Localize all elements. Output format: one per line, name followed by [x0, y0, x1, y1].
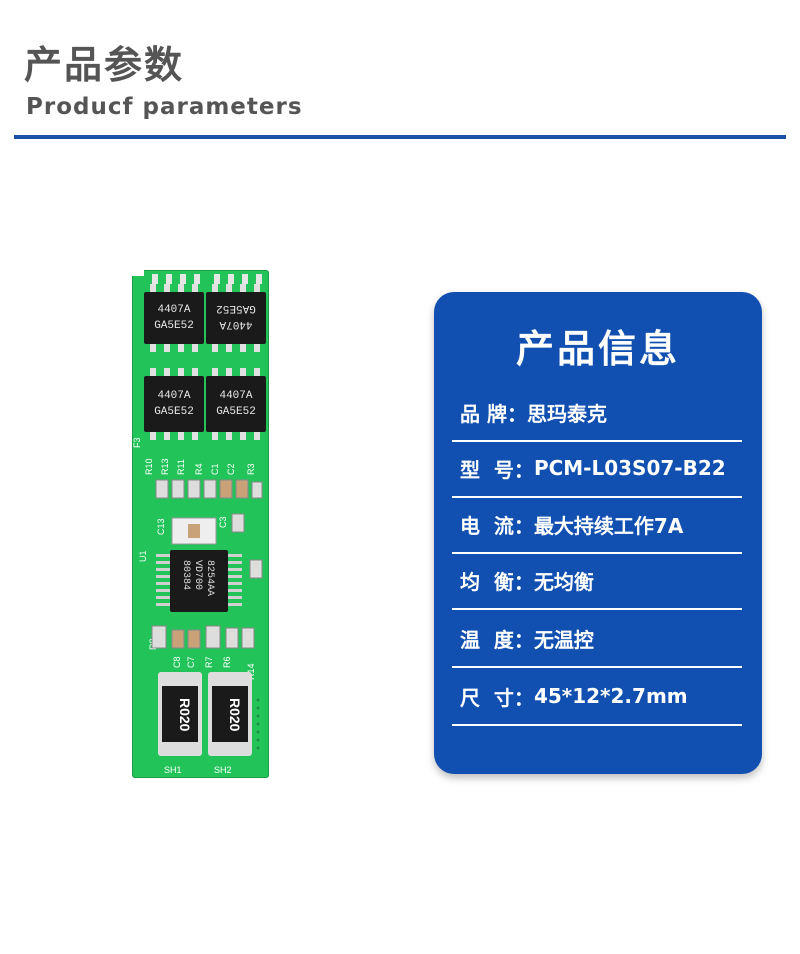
row-label: 电 流： — [460, 513, 534, 538]
silk-r3: R3 — [246, 463, 256, 475]
mosfet-mid-left: 4407A GA5E52 — [144, 368, 204, 440]
row-label: 型 号： — [460, 457, 534, 482]
silk-c3: C3 — [218, 516, 228, 528]
row-value: 无温控 — [533, 627, 594, 652]
silk-c8: C8 — [172, 656, 182, 668]
info-row-balance: 均 衡： 无均衡 — [452, 552, 742, 610]
chip-label: 4407A — [157, 304, 190, 316]
silk-u1: U1 — [138, 550, 148, 562]
silk-r10: R10 — [144, 458, 154, 475]
silk-sh2: SH2 — [214, 765, 232, 775]
row-label: 品 牌： — [460, 401, 527, 426]
row-value: 无均衡 — [533, 569, 594, 594]
mosfet-top-left: 4407A GA5E52 — [144, 284, 204, 352]
info-row-brand: 品 牌： 思玛泰克 — [452, 384, 742, 442]
info-row-temperature: 温 度： 无温控 — [452, 610, 742, 668]
shunt-resistor-1: R020 — [158, 672, 202, 756]
info-row-current: 电 流： 最大持续工作7A — [452, 496, 742, 554]
chip-label: GA5E52 — [154, 320, 194, 332]
chip-label: 4407A — [219, 390, 252, 402]
silk-r11: R11 — [176, 459, 186, 475]
chip-label: 4407A — [219, 318, 252, 330]
vias — [256, 698, 260, 750]
page-title: 产品参数 — [24, 43, 185, 87]
mosfet-top-right: GA5E52 4407A — [206, 284, 266, 352]
chip-label: GA5E52 — [154, 406, 194, 418]
shunt-resistor-2: R020 — [208, 672, 252, 756]
shunt-label: R020 — [177, 698, 193, 732]
silk-r7: R7 — [204, 656, 214, 668]
row-label: 均 衡： — [460, 569, 534, 594]
product-info-card: 产品信息 品 牌： 思玛泰克 型 号： PCM-L03S07-B22 电 流： … — [434, 292, 762, 774]
pcb-notch — [132, 270, 144, 276]
chip-label: GA5E52 — [216, 406, 256, 418]
silk-r4: R4 — [194, 463, 204, 475]
silk-c13: C13 — [156, 518, 166, 535]
silk-c2: C2 — [226, 463, 236, 475]
ic-label: 80384 — [180, 560, 191, 590]
silk-f3: F3 — [132, 437, 142, 448]
row-label: 尺 寸： — [460, 685, 534, 710]
card-title: 产品信息 — [515, 327, 680, 371]
info-row-size: 尺 寸： 45*12*2.7mm — [452, 668, 742, 726]
silk-r6: R6 — [222, 656, 232, 668]
silk-c7: C7 — [186, 656, 196, 668]
row-value: 最大持续工作7A — [533, 513, 684, 538]
row-label: 温 度： — [460, 627, 534, 652]
cap-c13-body — [188, 524, 200, 538]
silk-sh1: SH1 — [164, 765, 182, 775]
chip-label: 4407A — [157, 390, 190, 402]
smd-row-bottom — [151, 625, 255, 649]
row-value: PCM-L03S07-B22 — [533, 456, 726, 480]
title-divider — [14, 135, 786, 139]
page-subtitle: Producf parameters — [26, 94, 303, 120]
silk-r13: R13 — [160, 458, 170, 475]
ic-label: 8254AA — [204, 560, 215, 596]
top-pads — [152, 274, 262, 284]
silk-c1: C1 — [210, 463, 220, 475]
shunt-label: R020 — [227, 698, 243, 732]
chip-label: GA5E52 — [216, 302, 256, 314]
ic-label: VD700 — [192, 560, 203, 590]
mosfet-mid-right: 4407A GA5E52 — [206, 368, 266, 440]
ic-u1: 8254AA VD700 80384 — [156, 550, 242, 612]
row-value: 45*12*2.7mm — [533, 684, 688, 708]
pcb-drawing: 4407A GA5E52 GA5E52 4407A 4407A GA5E52 4… — [132, 270, 266, 775]
pcb-product-image: 4407A GA5E52 GA5E52 4407A 4407A GA5E52 4… — [132, 270, 269, 778]
row-value: 思玛泰克 — [526, 401, 607, 426]
smd-row-top — [155, 479, 263, 499]
smd-c3 — [231, 513, 245, 533]
info-row-model: 型 号： PCM-L03S07-B22 — [452, 440, 742, 498]
silk-r14: R14 — [246, 663, 256, 680]
smd-right — [249, 559, 263, 579]
